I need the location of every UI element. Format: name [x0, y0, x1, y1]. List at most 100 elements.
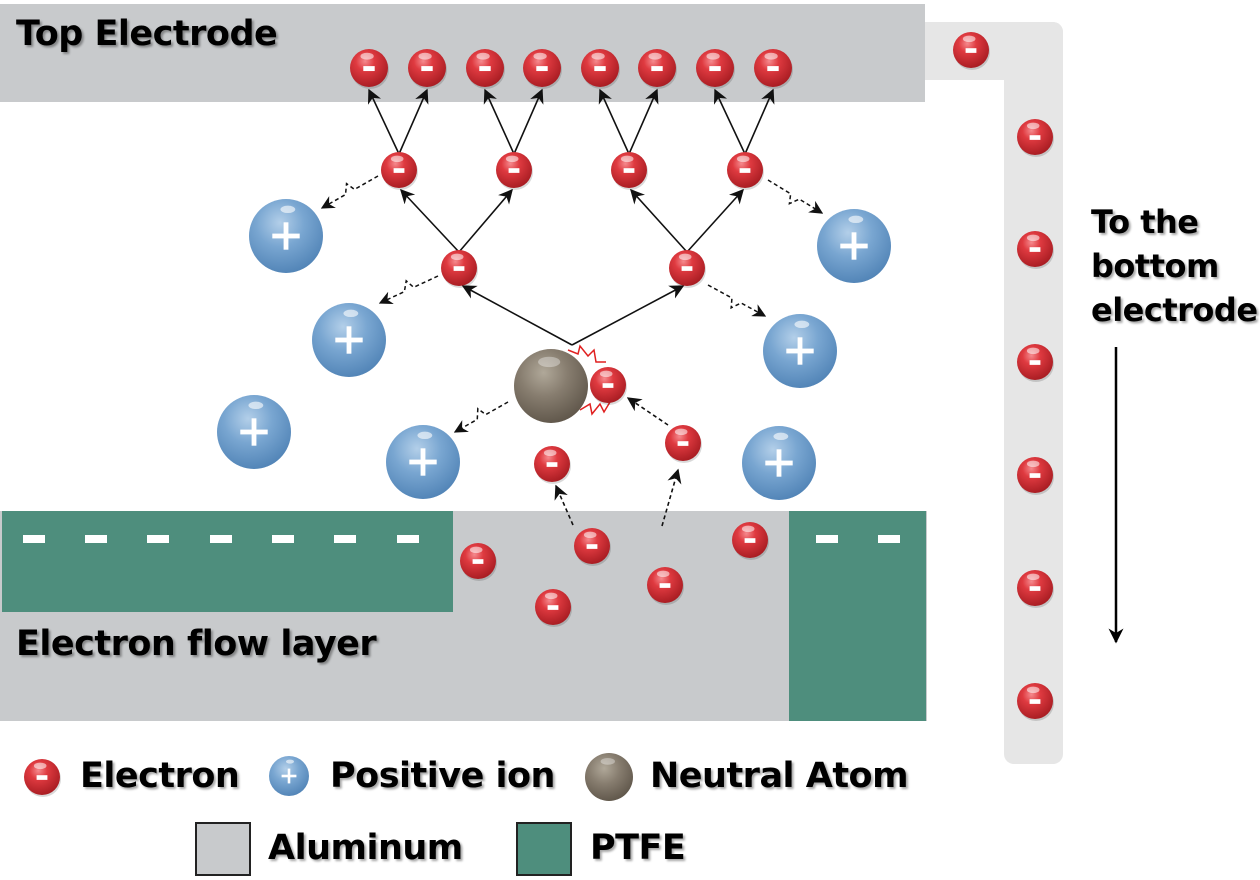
- negative-charge: [334, 535, 356, 543]
- minus-sign: [681, 266, 693, 271]
- to-bottom-line-2: bottom: [1091, 247, 1219, 285]
- minus-sign: [1029, 135, 1041, 140]
- negative-charge: [878, 535, 900, 543]
- collision-mark: [567, 344, 611, 416]
- avalanche-arrow: [686, 188, 744, 253]
- legend-positive-ion-label: Positive ion: [330, 756, 555, 796]
- recombination-arrow: [320, 175, 379, 209]
- ptfe-layer-right: [789, 511, 926, 721]
- legend-ptfe-swatch: [516, 822, 572, 876]
- flow-layer-electron: [535, 589, 572, 627]
- wire-electron: [1017, 457, 1054, 495]
- minus-sign: [472, 559, 484, 564]
- drift-arrow: [554, 484, 574, 526]
- flow-layer-electron: [647, 567, 684, 605]
- collected-electron: [523, 49, 562, 89]
- drift-arrow: [661, 468, 682, 527]
- wire-electron: [1017, 119, 1054, 157]
- to-bottom-electrode-label: To the bottom electrode: [1091, 200, 1258, 332]
- legend-aluminum-swatch: [195, 822, 251, 876]
- avalanche-arrow: [461, 285, 573, 346]
- minus-sign: [586, 544, 598, 549]
- positive-ion: [312, 303, 386, 377]
- legend-electron-label: Electron: [80, 756, 240, 796]
- avalanche-electron: [381, 152, 418, 190]
- minus-sign: [677, 441, 689, 446]
- avalanche-arrow: [483, 88, 515, 155]
- recombination-arrow: [767, 179, 824, 214]
- avalanche-arrow: [628, 88, 659, 155]
- minus-sign: [1029, 586, 1041, 591]
- positive-ion: [742, 426, 816, 500]
- minus-sign: [651, 66, 663, 72]
- minus-sign: [508, 168, 520, 173]
- positive-ion: [763, 314, 837, 388]
- ptfe-layer-left: [2, 511, 453, 612]
- avalanche-electron: [669, 250, 706, 288]
- avalanche-arrow: [713, 88, 746, 155]
- minus-sign: [965, 48, 977, 53]
- minus-sign: [421, 66, 433, 72]
- flow-layer-electron: [460, 543, 497, 581]
- minus-sign: [602, 383, 614, 388]
- wire-electron: [1017, 231, 1054, 269]
- drifting-electron: [665, 425, 702, 463]
- avalanche-arrow: [630, 188, 688, 253]
- ptfe-surface-charges: [23, 535, 900, 543]
- minus-sign: [1029, 360, 1041, 365]
- neutral-atom: [514, 349, 588, 423]
- recombination-arrow: [707, 284, 767, 317]
- collected-electron: [638, 49, 677, 89]
- avalanche-arrow: [513, 88, 544, 155]
- top-electrode-label: Top Electrode: [16, 14, 278, 54]
- collected-electron: [754, 49, 793, 89]
- wire-electron: [1017, 344, 1054, 382]
- drifting-electron: [534, 446, 571, 484]
- negative-charge: [816, 535, 838, 543]
- avalanche-arrow: [598, 88, 630, 155]
- recombination-arrow: [453, 401, 509, 433]
- avalanche-electron: [441, 250, 478, 288]
- minus-sign: [767, 66, 779, 72]
- avalanche-arrow: [571, 285, 685, 346]
- electron-flow-layer-label: Electron flow layer: [16, 624, 377, 664]
- minus-sign: [363, 66, 375, 72]
- strike-marks: [567, 344, 611, 416]
- particles: [23, 32, 1054, 721]
- positive-ion: [386, 425, 460, 499]
- flow-layer-electron: [574, 528, 611, 566]
- avalanche-arrow: [744, 88, 775, 155]
- avalanche-arrow: [398, 88, 429, 155]
- collected-electron: [696, 49, 735, 89]
- negative-charge: [147, 535, 169, 543]
- avalanche-electron: [496, 152, 533, 190]
- positive-ion: [217, 395, 291, 469]
- negative-charge: [23, 535, 45, 543]
- to-bottom-line-1: To the: [1091, 203, 1199, 241]
- minus-sign: [453, 266, 465, 271]
- avalanche-electron: [611, 152, 648, 190]
- positive-ion: [817, 209, 891, 283]
- minus-sign: [659, 583, 671, 588]
- legend-neutral-atom-label: Neutral Atom: [650, 756, 909, 796]
- minus-sign: [744, 538, 756, 543]
- avalanche-arrow: [367, 88, 400, 155]
- minus-sign: [739, 168, 751, 173]
- minus-sign: [547, 605, 559, 610]
- impact-electron: [590, 367, 627, 405]
- avalanche-arrow: [458, 188, 513, 253]
- minus-sign: [709, 66, 721, 72]
- arrows: [320, 88, 1124, 644]
- collected-electron: [581, 49, 620, 89]
- legend-ptfe-label: PTFE: [590, 828, 686, 868]
- minus-sign: [479, 66, 491, 72]
- wire-electron: [1017, 570, 1054, 608]
- minus-sign: [1029, 247, 1041, 252]
- negative-charge: [397, 535, 419, 543]
- negative-charge: [85, 535, 107, 543]
- minus-sign: [1029, 699, 1041, 704]
- collected-electron: [466, 49, 505, 89]
- legend-aluminum-label: Aluminum: [268, 828, 463, 868]
